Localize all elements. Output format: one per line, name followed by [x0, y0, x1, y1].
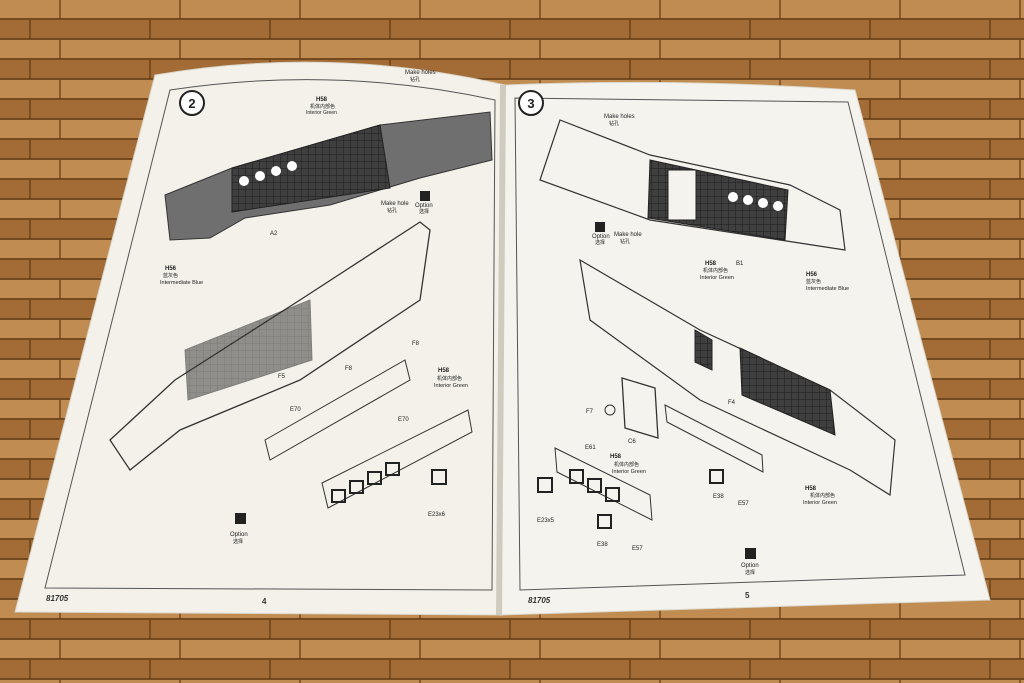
right-page: [499, 81, 991, 616]
right-option-bottom-cn: 选择: [745, 569, 755, 576]
left-page: [14, 61, 506, 616]
right-make-hole-cn: 钻孔: [620, 238, 630, 245]
right-paint-mid-code: H58: [705, 261, 717, 267]
left-option-label: Option: [415, 203, 433, 209]
right-make-holes-label: Make holes: [604, 114, 635, 120]
right-paint-right-cn: 蓝灰色: [806, 278, 821, 285]
right-paint-lowright-cn: 机体内部色: [810, 492, 835, 499]
left-option-cn: 选择: [419, 208, 429, 215]
right-paint-low-cn: 机体内部色: [614, 461, 639, 468]
left-paint-left-code: H56: [165, 266, 177, 272]
right-part-b1: B1: [736, 261, 744, 267]
left-page-number: 4: [262, 597, 267, 606]
left-step-number: 2: [188, 96, 195, 111]
right-paint-lowright-code: H58: [805, 486, 817, 492]
right-catalog-number: 81705: [528, 596, 551, 605]
right-part-c6: C6: [628, 439, 636, 445]
right-paint-right-name: Intermediate Blue: [806, 286, 849, 292]
right-paint-right-code: H56: [806, 272, 818, 278]
left-option-bottom: Option: [230, 532, 248, 538]
right-paint-mid-cn: 机体内部色: [703, 267, 728, 274]
left-option-bottom-cn: 选择: [233, 538, 243, 545]
left-paint-right-name: Interior Green: [434, 383, 468, 389]
right-part-e23: E23x5: [537, 518, 555, 524]
page-fold: [496, 85, 506, 616]
left-make-hole-label: Make hole: [381, 201, 409, 207]
left-make-holes-cn: 钻孔: [410, 76, 420, 83]
right-paint-mid-name: Interior Green: [700, 275, 734, 281]
right-make-holes-cn: 钻孔: [609, 120, 619, 127]
right-part-e57a: E57: [738, 501, 749, 507]
right-part-e57b: E57: [632, 546, 643, 552]
left-catalog-number: 81705: [46, 594, 69, 603]
left-paint-top-cn: 机体内部色: [310, 103, 335, 110]
left-make-holes-label: Make holes: [405, 70, 436, 76]
left-part-a2: A2: [270, 231, 278, 237]
right-page-number: 5: [745, 591, 750, 600]
left-paint-right-code: H58: [438, 368, 450, 374]
right-part-e38b: E38: [597, 542, 608, 548]
left-part-e23: E23x6: [428, 512, 446, 518]
left-paint-right-cn: 机体内部色: [437, 375, 462, 382]
right-option-bottom: Option: [741, 563, 759, 569]
right-part-f7: F7: [586, 409, 594, 415]
left-paint-top-name: Interior Green: [306, 110, 337, 116]
right-paint-low-code: H58: [610, 454, 622, 460]
left-paint-top-code: H58: [316, 97, 328, 103]
right-option-label: Option: [592, 234, 610, 240]
right-paint-low-name: Interior Green: [612, 469, 646, 475]
right-option-cn: 选择: [595, 239, 605, 246]
right-make-hole-label: Make hole: [614, 232, 642, 238]
left-part-f8a: F8: [412, 341, 420, 347]
right-paint-lowright-name: Interior Green: [803, 500, 837, 506]
left-paint-left-name: Intermediate Blue: [160, 280, 203, 286]
right-step-number: 3: [527, 96, 534, 111]
left-paint-left-cn: 蓝灰色: [163, 272, 178, 279]
left-part-e70a: E70: [290, 407, 301, 413]
left-part-f5: F5: [278, 374, 286, 380]
left-part-f8b: F8: [345, 366, 353, 372]
right-part-e38a: E38: [713, 494, 724, 500]
left-make-hole-cn: 钻孔: [387, 207, 397, 214]
left-part-e70b: E70: [398, 417, 409, 423]
right-part-f4: F4: [728, 400, 736, 406]
right-part-e61: E61: [585, 445, 596, 451]
